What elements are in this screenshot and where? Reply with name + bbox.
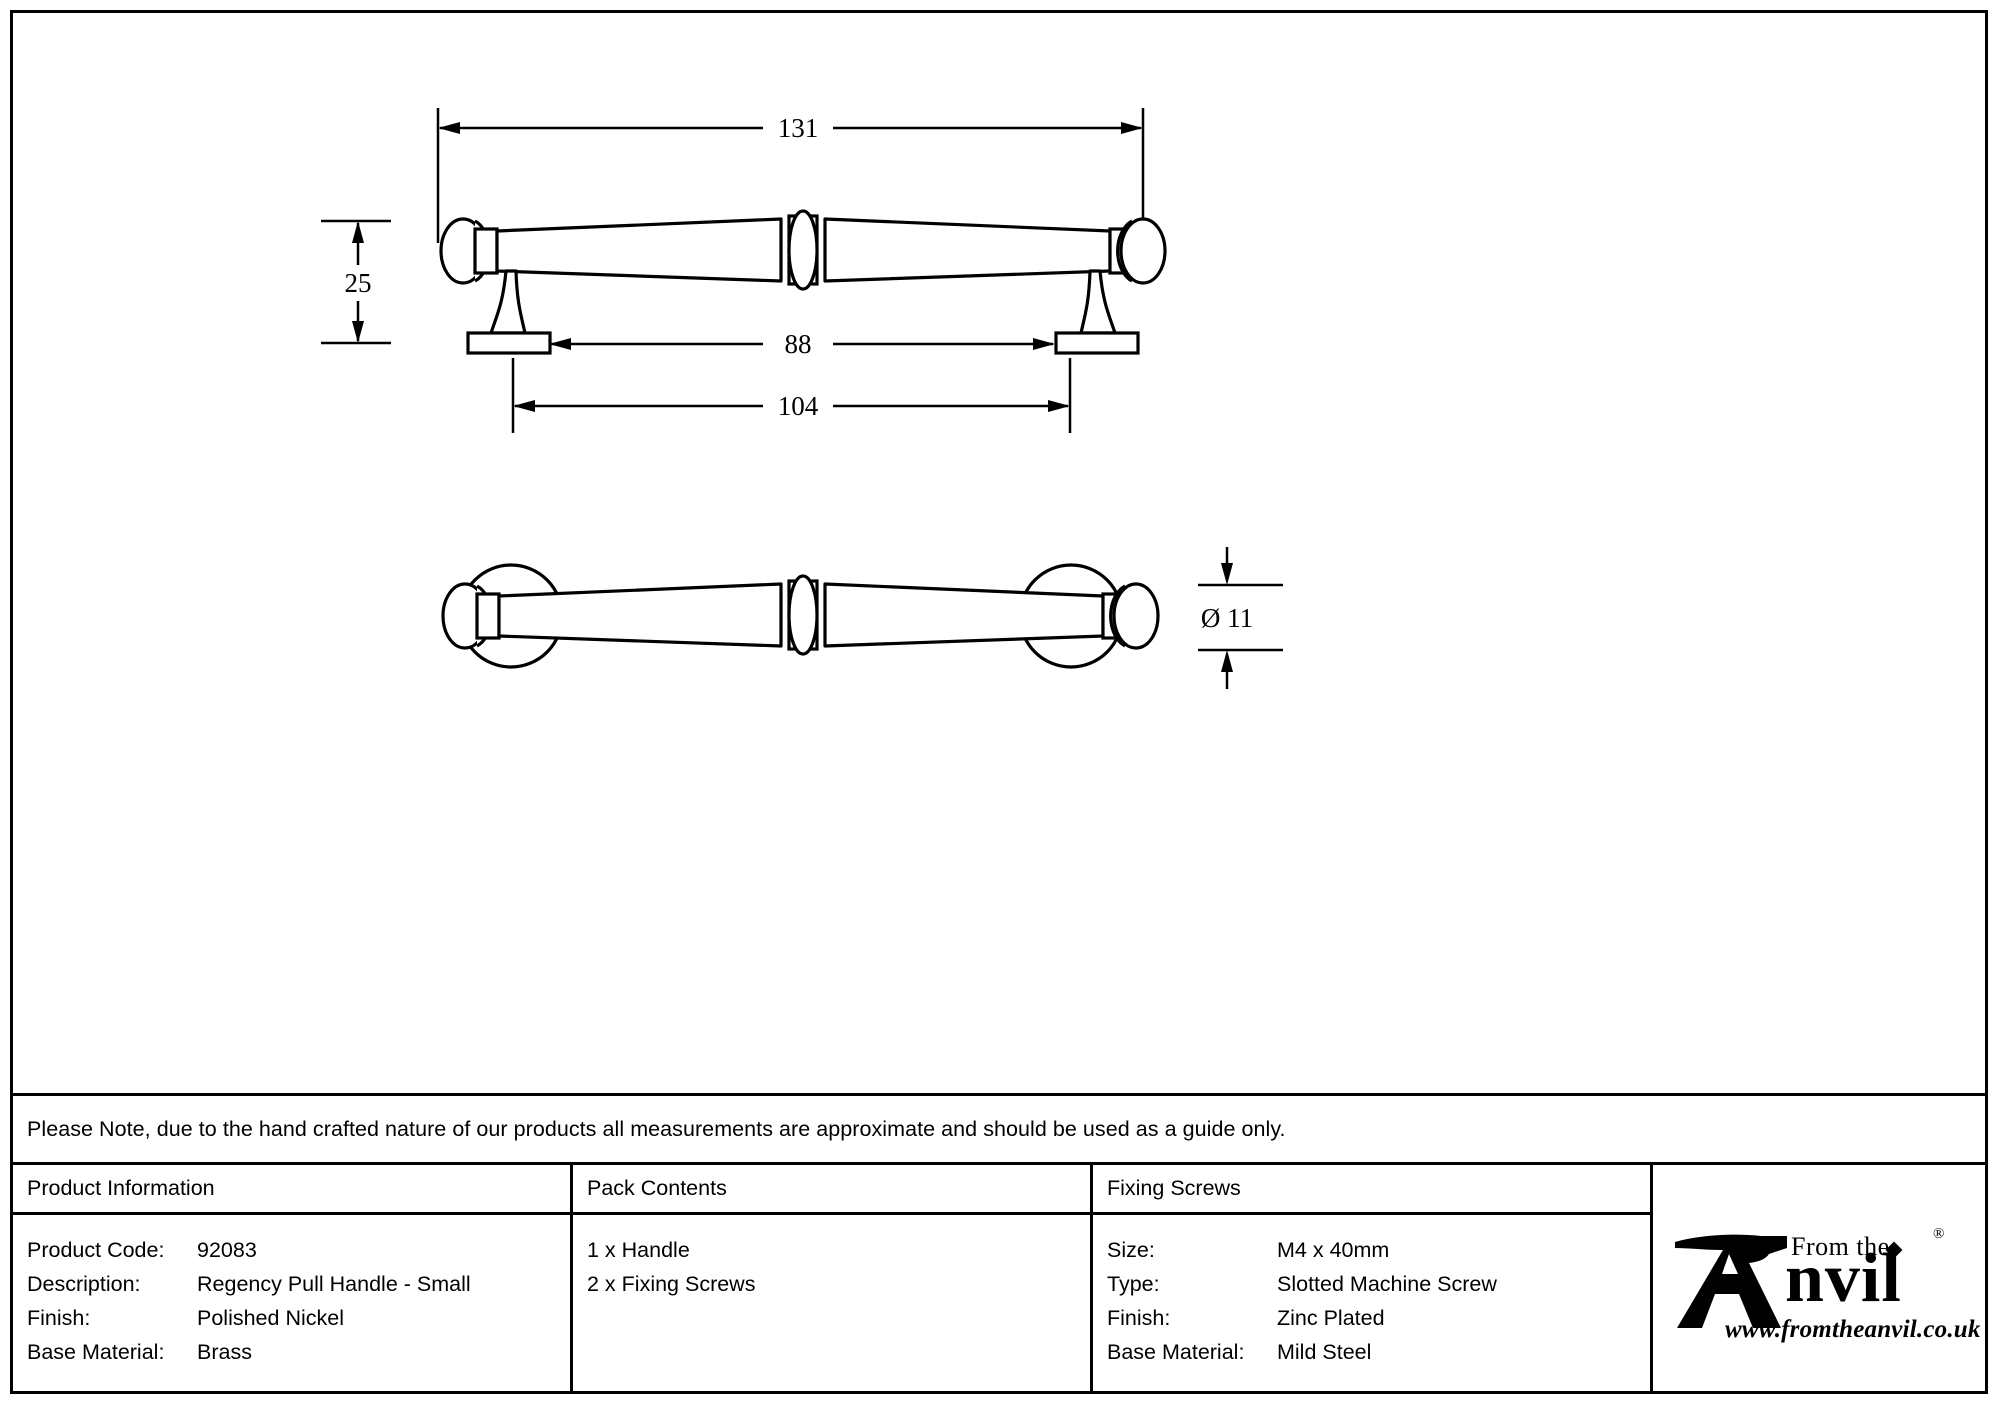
logo-anvil-wordmark: nvil bbox=[1785, 1239, 1902, 1317]
finish-label: Finish: bbox=[27, 1306, 91, 1330]
pack-contents-column: Pack Contents 1 x Handle 2 x Fixing Scre… bbox=[573, 1165, 1093, 1394]
arrowhead-88-left bbox=[549, 338, 571, 350]
right-pedestal-stem bbox=[1079, 269, 1117, 335]
left-base-plate bbox=[466, 331, 552, 355]
product-code-label: Product Code: bbox=[27, 1238, 165, 1262]
anvil-icon bbox=[1675, 1234, 1787, 1328]
table-row: Finish: Zinc Plated bbox=[1107, 1301, 1650, 1335]
screw-base-material-label: Base Material: bbox=[1107, 1340, 1245, 1364]
brand-logo-column: From the ® nvil www.fromtheanvil.co.uk bbox=[1653, 1165, 1985, 1394]
bar-segment-left bbox=[495, 217, 783, 283]
product-information-body: Product Code: 92083 Description: Regency… bbox=[13, 1215, 570, 1394]
arrowhead-104-right bbox=[1048, 400, 1070, 412]
table-row: Size: M4 x 40mm bbox=[1107, 1233, 1650, 1267]
fixing-screws-column: Fixing Screws Size: M4 x 40mm Type: Slot… bbox=[1093, 1165, 1653, 1394]
product-information-column: Product Information Product Code: 92083 … bbox=[13, 1165, 573, 1394]
dim-label-104: 104 bbox=[778, 391, 819, 421]
screw-size-label: Size: bbox=[1107, 1238, 1155, 1262]
table-row: Description: Regency Pull Handle - Small bbox=[27, 1267, 570, 1301]
table-row: Finish: Polished Nickel bbox=[27, 1301, 570, 1335]
arrowhead-dia-bottom bbox=[1221, 650, 1233, 672]
fixing-screws-body: Size: M4 x 40mm Type: Slotted Machine Sc… bbox=[1093, 1215, 1650, 1394]
arrowhead-131-left bbox=[438, 122, 460, 134]
technical-drawing-svg: 131 25 bbox=[321, 108, 1283, 689]
anvil-counter bbox=[1722, 1253, 1738, 1274]
table-row: Base Material: Brass bbox=[27, 1335, 570, 1369]
bar-segment-right-plan bbox=[823, 582, 1105, 648]
pack-contents-body: 1 x Handle 2 x Fixing Screws bbox=[573, 1215, 1090, 1394]
finish-value: Polished Nickel bbox=[197, 1306, 344, 1330]
table-row: Base Material: Mild Steel bbox=[1107, 1335, 1650, 1369]
description-label: Description: bbox=[27, 1272, 141, 1296]
left-collar-plan bbox=[475, 592, 501, 640]
arrowhead-131-right bbox=[1121, 122, 1143, 134]
information-table: Product Information Product Code: 92083 … bbox=[13, 1165, 1985, 1394]
base-material-value: Brass bbox=[197, 1340, 252, 1364]
right-finial-ball bbox=[1119, 217, 1167, 285]
description-value: Regency Pull Handle - Small bbox=[197, 1272, 471, 1296]
screw-type-value: Slotted Machine Screw bbox=[1277, 1272, 1497, 1296]
product-information-heading: Product Information bbox=[13, 1165, 570, 1215]
screw-finish-value: Zinc Plated bbox=[1277, 1306, 1385, 1330]
screw-size-value: M4 x 40mm bbox=[1277, 1238, 1390, 1262]
bar-segment-left-plan bbox=[497, 582, 783, 648]
arrowhead-104-left bbox=[513, 400, 535, 412]
bar-segment-right bbox=[823, 217, 1112, 283]
logo-website-url: www.fromtheanvil.co.uk bbox=[1725, 1315, 1981, 1343]
dim-label-25: 25 bbox=[345, 268, 372, 298]
centre-collar-ring bbox=[787, 209, 819, 291]
dim-label-88: 88 bbox=[785, 329, 812, 359]
dim-label-diameter: Ø 11 bbox=[1201, 603, 1253, 633]
arrowhead-dia-top bbox=[1221, 563, 1233, 585]
dim-label-131: 131 bbox=[778, 113, 819, 143]
logo-from-the-text: From the bbox=[1791, 1231, 1890, 1261]
right-finial-plan-edge bbox=[1109, 584, 1126, 648]
drawing-area: 131 25 bbox=[13, 13, 1985, 1093]
right-finial-plan bbox=[1112, 582, 1160, 650]
pack-contents-heading: Pack Contents bbox=[573, 1165, 1090, 1215]
screw-finish-label: Finish: bbox=[1107, 1306, 1171, 1330]
from-the-anvil-logo: From the ® nvil www.fromtheanvil.co.uk bbox=[1669, 1210, 1980, 1360]
sheet-border bbox=[10, 10, 1988, 1394]
list-item: 2 x Fixing Screws bbox=[587, 1272, 756, 1296]
right-finial-ball-edge bbox=[1116, 219, 1133, 283]
left-collar bbox=[473, 227, 499, 275]
product-code-value: 92083 bbox=[197, 1238, 257, 1262]
registered-trademark-icon: ® bbox=[1933, 1225, 1945, 1242]
arrowhead-25-bottom bbox=[352, 321, 364, 343]
elevation-view: 131 25 bbox=[321, 108, 1167, 433]
approximate-measurements-note: Please Note, due to the hand crafted nat… bbox=[27, 1116, 1286, 1141]
anvil-silhouette bbox=[1675, 1234, 1787, 1328]
base-material-label: Base Material: bbox=[27, 1340, 165, 1364]
fixing-screws-heading: Fixing Screws bbox=[1093, 1165, 1650, 1215]
screw-base-material-value: Mild Steel bbox=[1277, 1340, 1372, 1364]
arrowhead-88-right bbox=[1033, 338, 1055, 350]
screw-type-label: Type: bbox=[1107, 1272, 1160, 1296]
table-row: Product Code: 92083 bbox=[27, 1233, 570, 1267]
right-base-plate bbox=[1054, 331, 1140, 355]
note-strip: Please Note, due to the hand crafted nat… bbox=[13, 1093, 1985, 1165]
centre-collar-ring-plan bbox=[787, 574, 819, 656]
plan-view: Ø 11 bbox=[441, 547, 1283, 689]
left-pedestal-stem bbox=[489, 269, 527, 335]
arrowhead-25-top bbox=[352, 221, 364, 243]
table-row: Type: Slotted Machine Screw bbox=[1107, 1267, 1650, 1301]
list-item: 1 x Handle bbox=[587, 1238, 690, 1262]
